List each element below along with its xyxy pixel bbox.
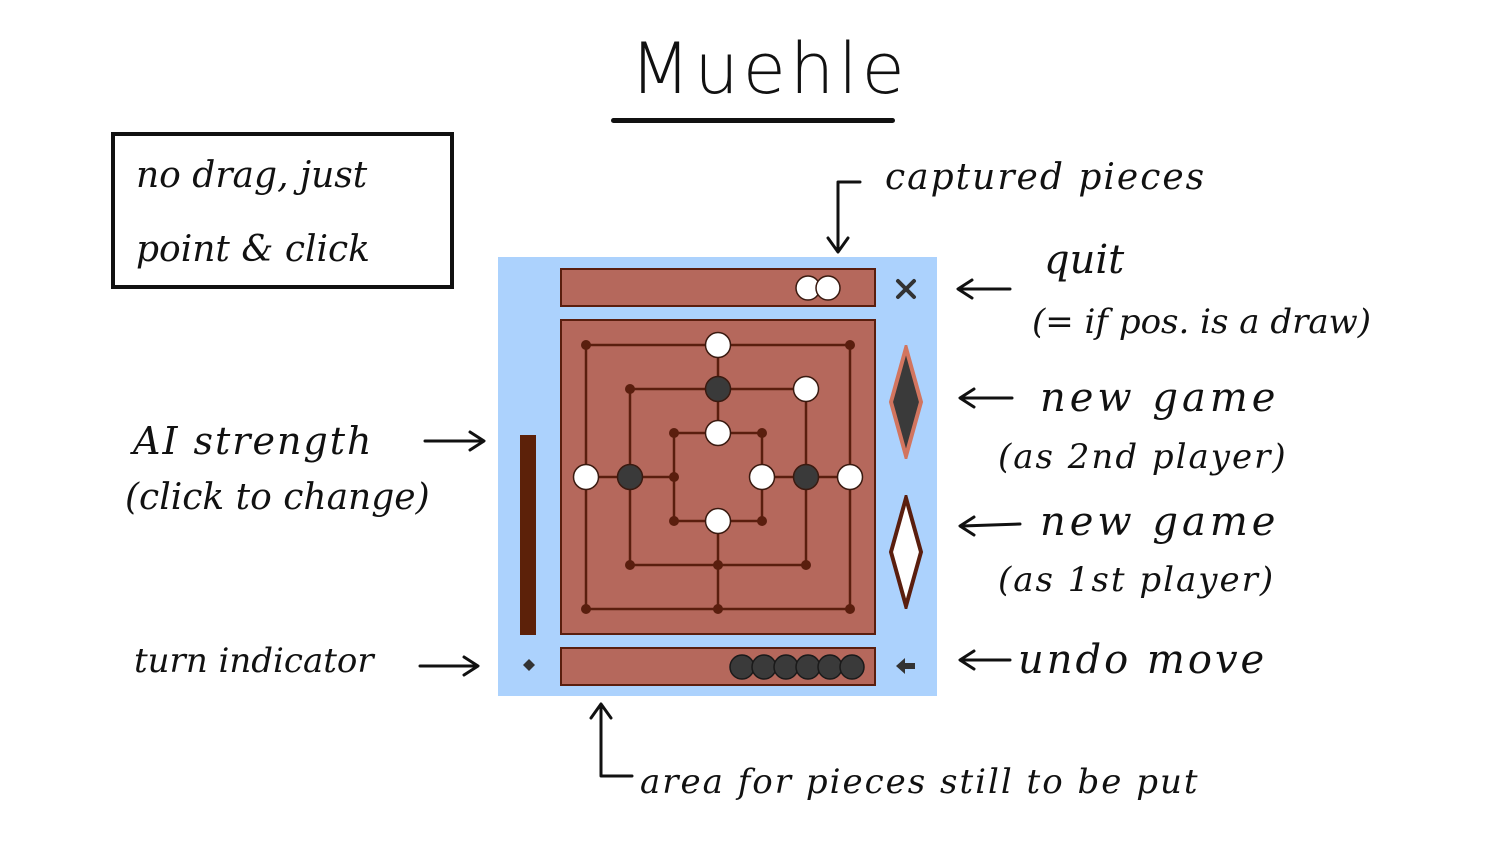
white-piece[interactable] [704,331,732,359]
new-game-1st-button[interactable] [888,495,924,609]
black-piece-to-put [839,654,865,680]
label-new-game-1st-sub: (as 1st player) [998,560,1276,600]
label-turn-indicator: turn indicator [134,641,374,681]
label-ai-strength-sub: (click to change) [125,477,430,518]
ai-strength-bar[interactable] [520,435,536,635]
black-diamond-icon [888,345,924,459]
board-point[interactable] [713,604,723,614]
label-new-game-1st: new game [1040,499,1280,545]
black-piece[interactable] [616,463,644,491]
label-undo-move: undo move [1018,637,1268,683]
black-piece-to-put [729,654,755,680]
note-box [111,132,454,289]
board-point[interactable] [757,516,767,526]
label-area-pieces: area for pieces still to be put [640,762,1200,802]
black-piece[interactable] [704,375,732,403]
note-text-line1: no drag, just [136,155,368,196]
label-quit-sub: (= if pos. is a draw) [1032,302,1371,342]
pieces-to-put [729,654,865,680]
board-point[interactable] [581,340,591,350]
note-text-line2: point & click [136,229,370,270]
board-point[interactable] [669,472,679,482]
captured-white-piece [815,275,841,301]
board-point[interactable] [625,384,635,394]
captured-pieces-tray [560,268,876,307]
board-point[interactable] [625,560,635,570]
new-game-2nd-button[interactable] [888,345,924,459]
black-piece-to-put [773,654,799,680]
x-icon [896,279,916,299]
white-piece[interactable] [572,463,600,491]
game-panel [498,257,937,696]
arrow-area-pieces [599,704,634,778]
board-point[interactable] [801,560,811,570]
black-piece-to-put [751,654,777,680]
white-piece[interactable] [704,419,732,447]
white-piece[interactable] [704,507,732,535]
title-underline [611,118,895,123]
quit-button[interactable] [894,277,918,301]
board-point[interactable] [845,604,855,614]
label-ai-strength: AI strength [133,419,374,463]
black-piece-to-put [817,654,843,680]
label-quit: quit [1044,237,1125,283]
arrow-new-game-1st [960,522,1022,528]
black-piece[interactable] [792,463,820,491]
pieces-to-put-tray [560,647,876,686]
label-new-game-2nd: new game [1040,375,1280,421]
arrow-left-icon [896,658,915,674]
board-point[interactable] [845,340,855,350]
white-piece[interactable] [836,463,864,491]
undo-button[interactable] [894,655,918,677]
page-title: Muehle [630,28,909,110]
game-board[interactable] [560,319,876,635]
board-point[interactable] [581,604,591,614]
arrow-captured [836,180,862,252]
white-piece[interactable] [748,463,776,491]
label-new-game-2nd-sub: (as 2nd player) [998,437,1288,477]
board-point[interactable] [713,560,723,570]
white-piece[interactable] [792,375,820,403]
board-point[interactable] [669,516,679,526]
captured-pieces [795,275,841,301]
black-piece-to-put [795,654,821,680]
board-point[interactable] [757,428,767,438]
white-diamond-icon [888,495,924,609]
board-point[interactable] [669,428,679,438]
board-lines[interactable] [562,321,874,633]
diamond-icon [523,659,535,671]
label-captured-pieces: captured pieces [885,157,1207,198]
